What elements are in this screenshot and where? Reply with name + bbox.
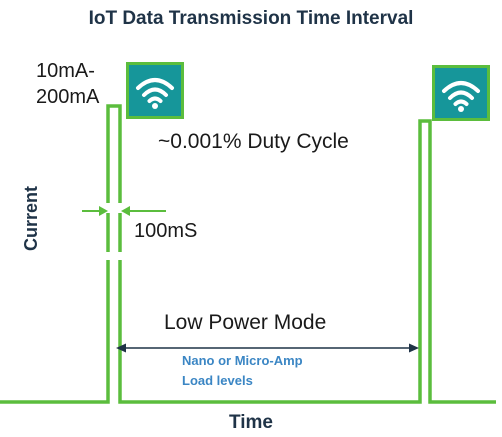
y-axis-label: Current: [21, 185, 41, 251]
peak-current-label-line2: 200mA: [36, 86, 100, 108]
pulse-edge-gap: [104, 203, 124, 213]
duty-cycle-label: ~0.001% Duty Cycle: [158, 130, 349, 153]
diagram-title: IoT Data Transmission Time Interval: [88, 8, 414, 29]
low-power-mode-label: Low Power Mode: [164, 311, 327, 334]
load-levels-label: Nano or Micro-Amp: [182, 353, 303, 368]
peak-current-label: 10mA-: [36, 60, 95, 82]
load-levels-label-line2: Load levels: [182, 373, 253, 388]
wifi-icon: [126, 62, 184, 119]
pulse-width-arrows: [82, 206, 166, 216]
x-axis-label: Time: [228, 412, 273, 433]
low-power-span-arrow: [116, 343, 419, 353]
wifi-icon: [432, 65, 490, 121]
pulse-width-label: 100mS: [134, 220, 198, 242]
pulse-edge-gap: [104, 252, 124, 260]
